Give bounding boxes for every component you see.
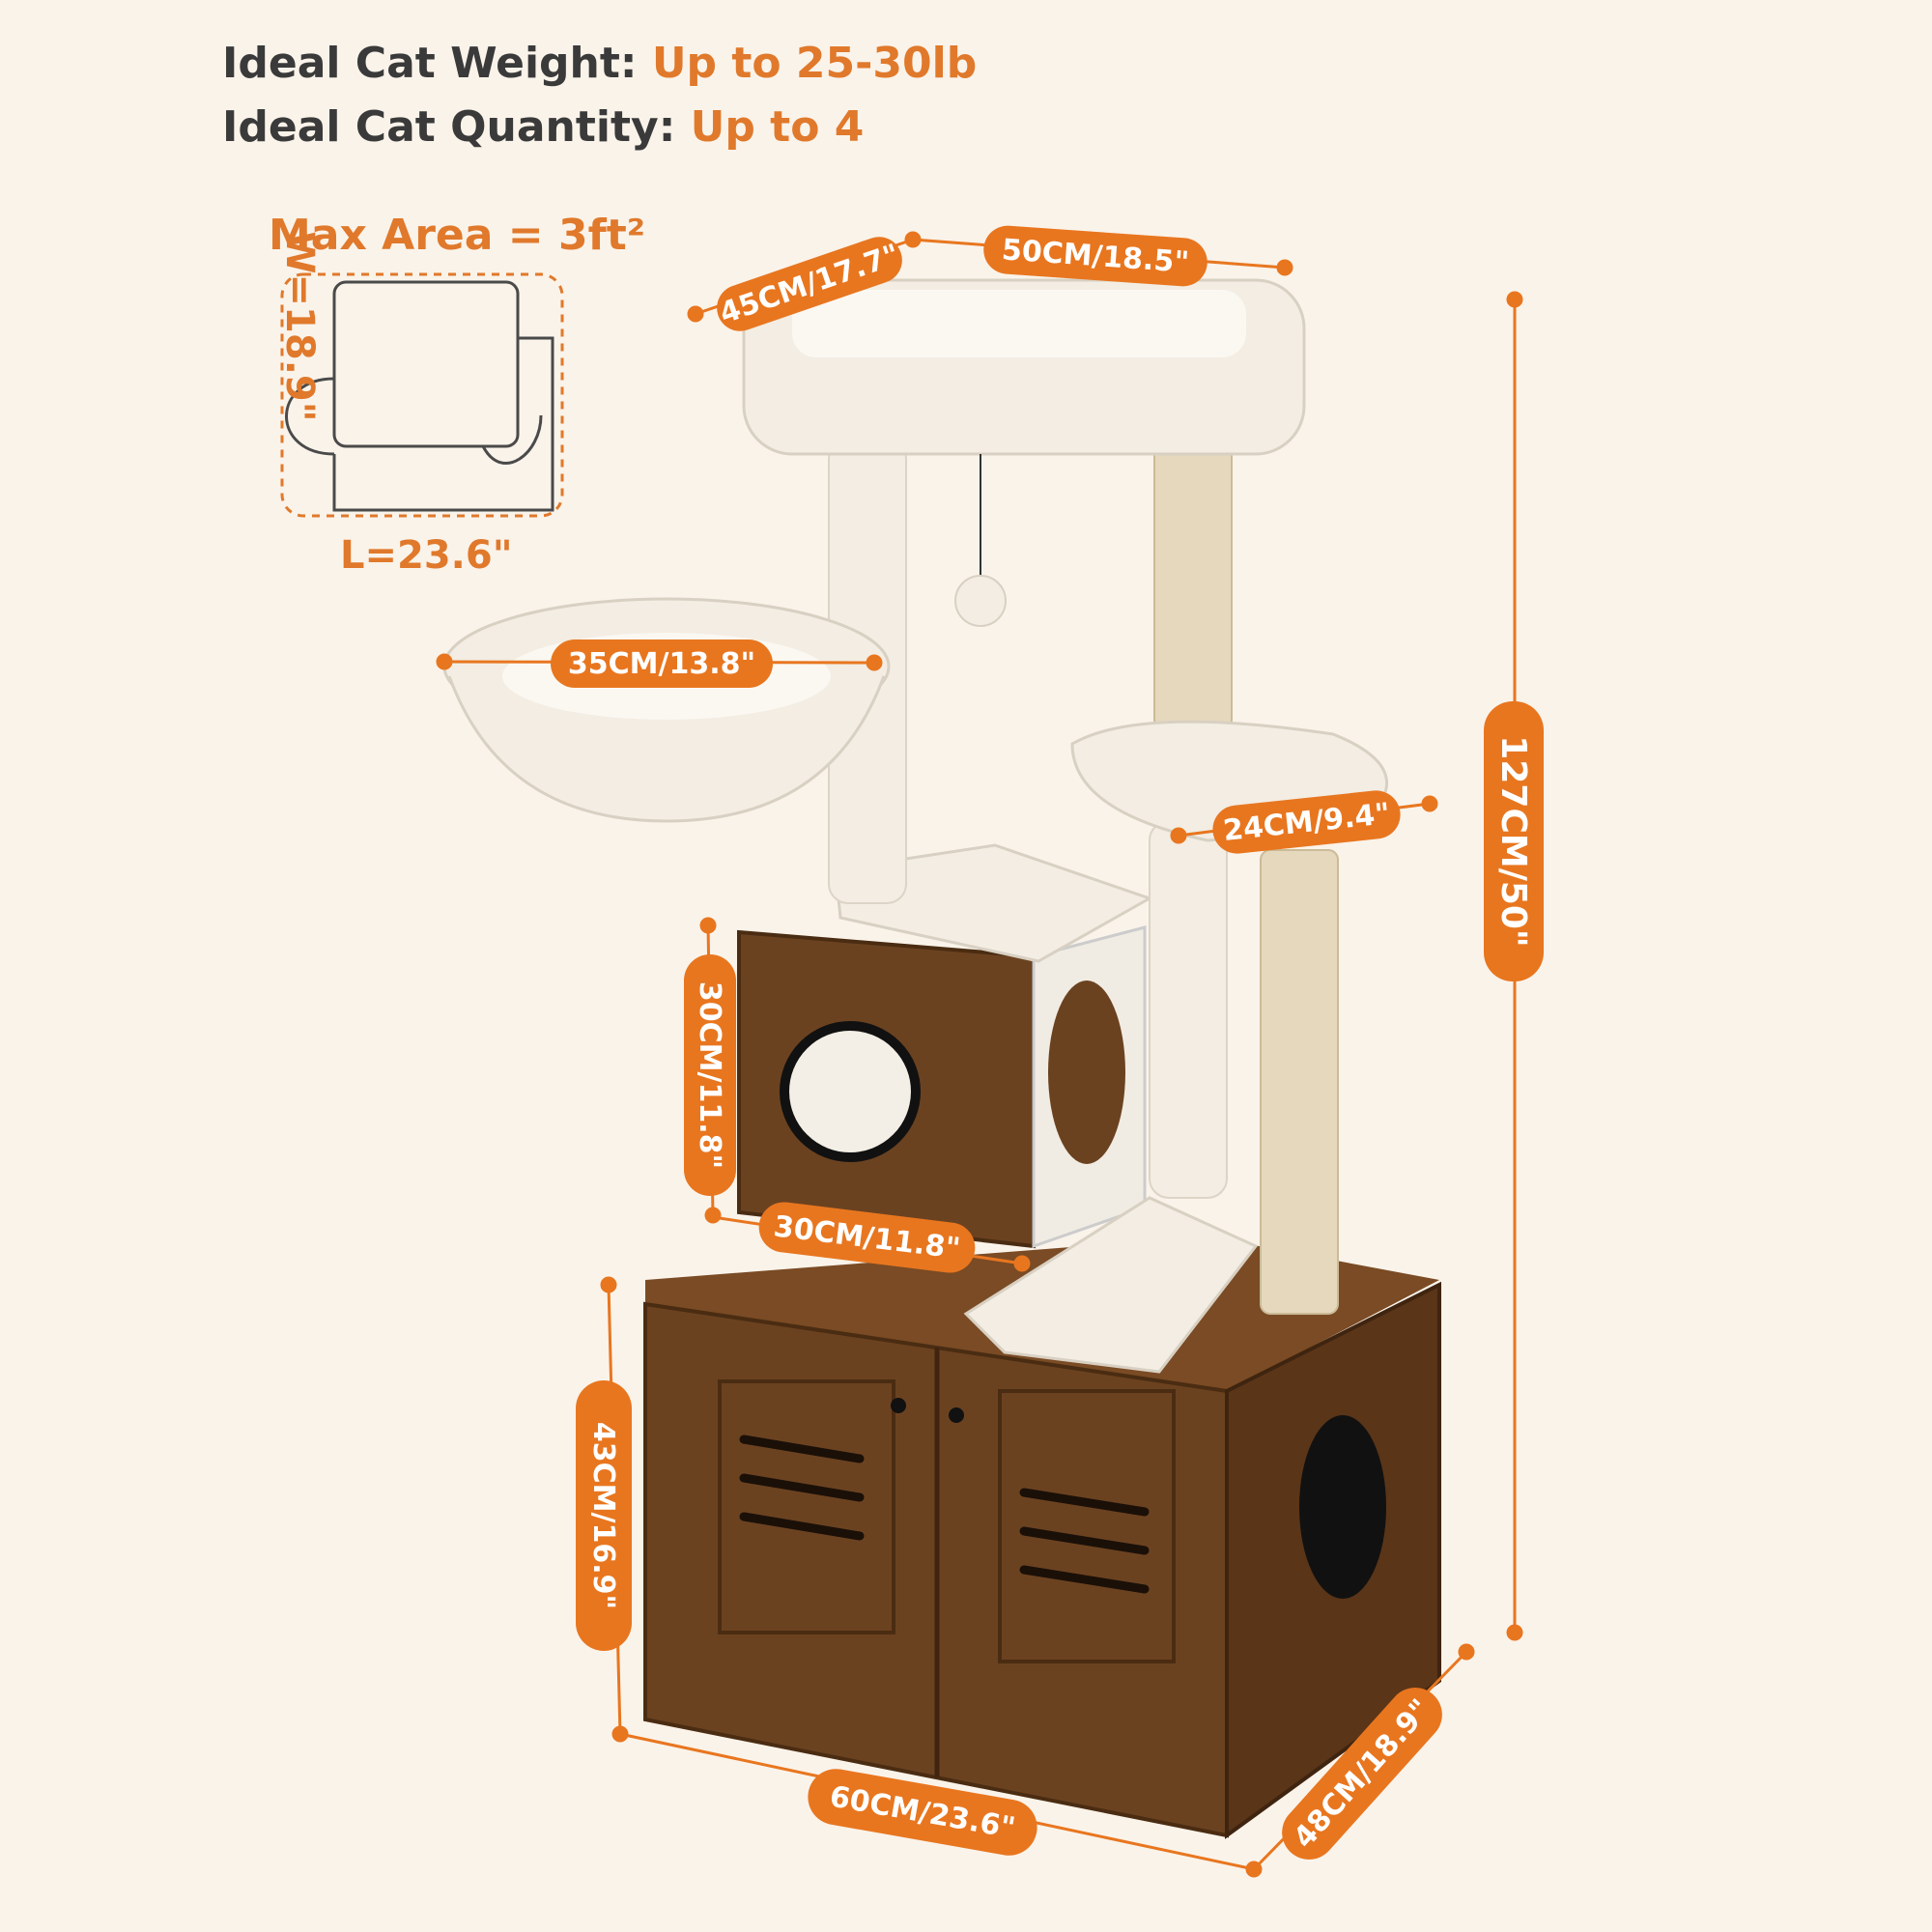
footprint-width-label: W=18.9" <box>277 231 322 422</box>
hammock-basket <box>442 597 891 823</box>
cat-quantity-value: Up to 4 <box>690 102 865 152</box>
posts <box>828 439 1339 1315</box>
dim-condo-height: 30CM/11.8" <box>684 954 736 1196</box>
cat-weight-line: Ideal Cat Weight: Up to 25-30lb <box>222 39 977 88</box>
dim-basket: 35CM/13.8" <box>551 639 773 688</box>
cat-quantity-label: Ideal Cat Quantity: <box>222 102 676 152</box>
cat-weight-value: Up to 25-30lb <box>651 39 978 88</box>
dim-cabinet-height: 43CM/16.9" <box>576 1380 632 1651</box>
footprint-length-label: L=23.6" <box>340 533 513 578</box>
cat-quantity-line: Ideal Cat Quantity: Up to 4 <box>222 102 864 152</box>
max-area-title: Max Area = 3ft² <box>269 211 646 260</box>
dim-total-height: 127CM/50" <box>1484 701 1544 981</box>
condo <box>737 843 1153 1249</box>
cat-weight-label: Ideal Cat Weight: <box>222 39 638 88</box>
plush-platforms <box>742 278 1389 1374</box>
litter-cabinet <box>643 1236 1441 1839</box>
footprint-diagram <box>280 272 564 518</box>
